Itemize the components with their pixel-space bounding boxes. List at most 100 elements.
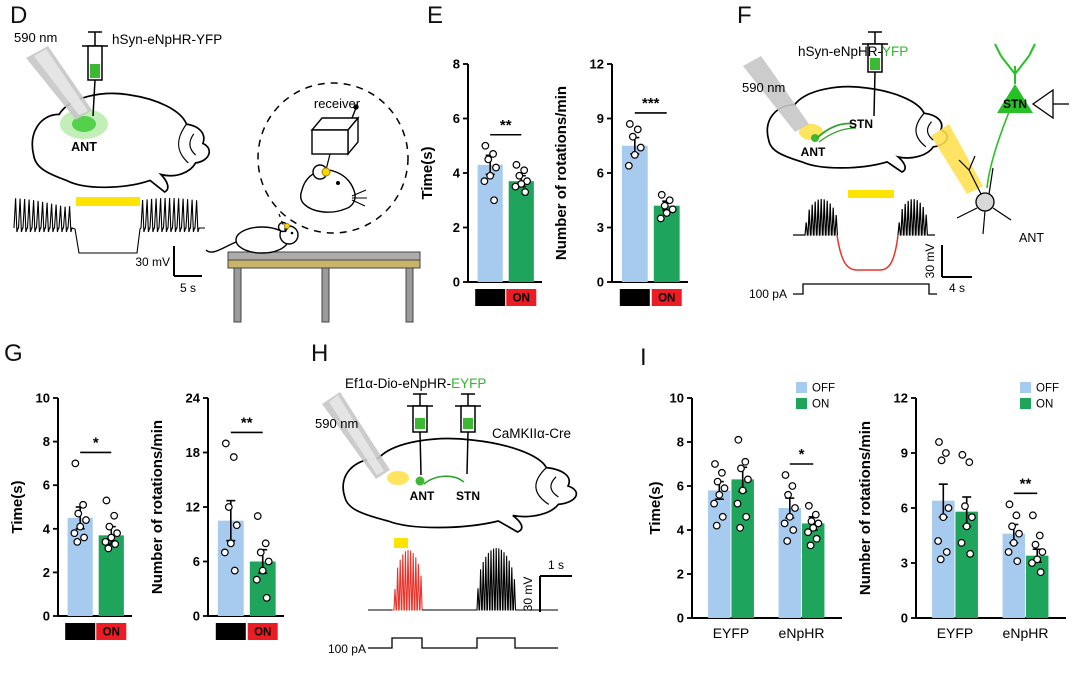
bar-OFF [778,508,802,618]
data-point [232,521,241,530]
zoom-callout-circle [257,82,409,234]
panel-label-I: I [640,344,647,371]
light-on-bar [848,190,894,198]
bar-ON [508,181,534,282]
y-tick-label: 8 [43,434,50,449]
data-point [737,464,745,473]
y-tick-label: 6 [677,479,684,494]
significance-label: ** [500,117,512,134]
data-point [733,499,742,508]
data-point [811,510,820,519]
data-point [1009,538,1018,547]
electrode-icon [1031,88,1054,120]
data-point [224,503,233,511]
y-tick-label: 12 [186,500,200,515]
data-point [935,438,943,446]
panel-H-schematic: Ef1α-Dio-eNpHR-EYFP 590 nm CaMKIIα-Cre A… [315,376,578,656]
y-axis-label: Time(s) [10,480,26,533]
data-point [937,456,946,465]
callout-line [278,213,287,233]
data-point [264,557,273,566]
x-category-label: eNpHR [1003,625,1049,641]
voltage-trace [793,198,935,236]
data-point [1005,500,1014,509]
x-category-label: ON [658,293,675,305]
data-point [713,477,722,486]
recording-schematic-F: STN ANT [931,43,1069,245]
projection-path [816,122,856,139]
x-category-label: eNpHR [779,625,825,641]
x-category-label: ON [254,627,271,639]
data-point [256,548,265,557]
light-on-bar [394,538,408,548]
fiber-beam-core [329,395,384,475]
membrane-trace-D: 30 mV 5 s [13,197,205,295]
zoomed-mouse-head [299,153,367,213]
virus-label-green: YFP [882,44,908,59]
data-point [486,171,495,180]
data-point [80,533,88,542]
projection-path-2 [818,127,857,143]
scalebar-v-label: 30 mV [135,255,170,269]
data-point [74,509,83,518]
cre-label: CaMKIIα-Cre [492,426,571,441]
data-point [1008,522,1016,531]
ant-glow-core [72,116,96,132]
data-point [628,132,637,141]
legend-label: OFF [1036,383,1059,395]
data-point [253,512,262,520]
data-point [806,541,815,550]
data-point [101,537,110,546]
brain-injection-D: 590 nm hSyn-eNpHR-YFP ANT [14,30,222,194]
data-point [962,522,971,531]
data-point [489,150,498,158]
y-tick-label: 3 [901,556,908,571]
data-point [942,548,951,556]
data-point [1036,568,1045,577]
bar-OFF [477,164,503,282]
data-point [262,593,271,602]
data-point [657,190,666,199]
on-label-box [651,289,682,306]
on-label-box [506,289,537,306]
data-point [1028,511,1037,520]
off-label-box [619,289,650,306]
significance-label: ** [241,414,253,431]
x-category-label: ON [513,293,530,305]
data-point [783,537,792,545]
data-point [656,214,665,223]
data-point [718,512,727,521]
data-point [742,512,751,521]
y-tick-label: 12 [590,57,604,72]
off-label-box [215,623,246,640]
virus-label-black: hSyn-eNpHR- [798,44,882,59]
stn-neuron-icon [986,43,1036,189]
data-point [941,449,950,457]
data-point [944,504,953,512]
data-point [1035,531,1044,540]
data-point [965,458,974,467]
legend-swatch-ON [796,398,807,409]
cerebellum-divider [177,123,197,164]
x-category-label: OFF [479,293,502,305]
y-tick-label: 12 [894,391,908,406]
y-tick-label: 6 [597,166,604,181]
voltage-trace-light [392,549,423,611]
data-point [520,166,529,175]
data-point [625,120,634,128]
panel-label-G: G [4,340,23,367]
data-point [511,182,520,191]
ant-label: ANT [410,489,435,503]
fiber-beam-core [34,49,88,115]
voltage-trace [368,547,558,611]
scalebar-h-label: 5 s [180,281,196,295]
voltage-trace [13,197,205,254]
y-tick-label: 6 [43,478,50,493]
y-tick-label: 2 [677,567,684,582]
